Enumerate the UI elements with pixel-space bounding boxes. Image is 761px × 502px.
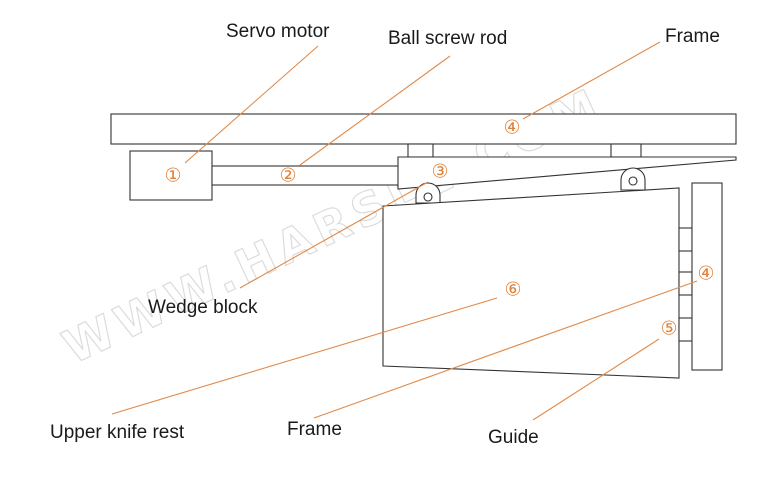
label-frame-top: Frame [665,26,720,47]
callout-3: ③ [431,161,448,183]
label-ball-screw-rod: Ball screw rod [388,28,507,49]
callout-5: ⑤ [660,318,677,340]
label-wedge-block: Wedge block [148,297,258,318]
callout-4-frame-side: ④ [697,263,714,285]
wedge-block [397,156,737,190]
label-servo-motor: Servo motor [226,21,330,42]
leader-upper-knife-rest [111,297,498,415]
leader-servo-motor [184,45,319,164]
callout-6: ⑥ [504,279,521,301]
label-upper-knife-rest: Upper knife rest [50,422,185,443]
servo-motor [129,150,213,201]
guide-block-1 [678,227,693,252]
leader-frame-top [522,41,661,120]
guide-block-3 [678,317,693,342]
frame-bracket-right [610,143,642,158]
upper-knife-rest [382,187,680,379]
frame-side [691,182,723,371]
leader-frame-side [313,280,698,419]
frame-bracket-left [407,143,434,158]
callout-2: ② [279,165,296,187]
label-frame-bottom: Frame [287,419,342,440]
pivot-pin-right [628,176,638,186]
frame-top-beam [110,113,737,145]
leader-wedge-block [239,181,429,289]
leader-guide [532,338,660,421]
ball-screw-rod [211,165,400,186]
leader-ball-screw-rod [299,55,451,166]
callout-1: ① [164,165,181,187]
label-guide: Guide [488,427,539,448]
pivot-pin-left [423,192,433,202]
callout-4-frame-top: ④ [503,117,520,139]
